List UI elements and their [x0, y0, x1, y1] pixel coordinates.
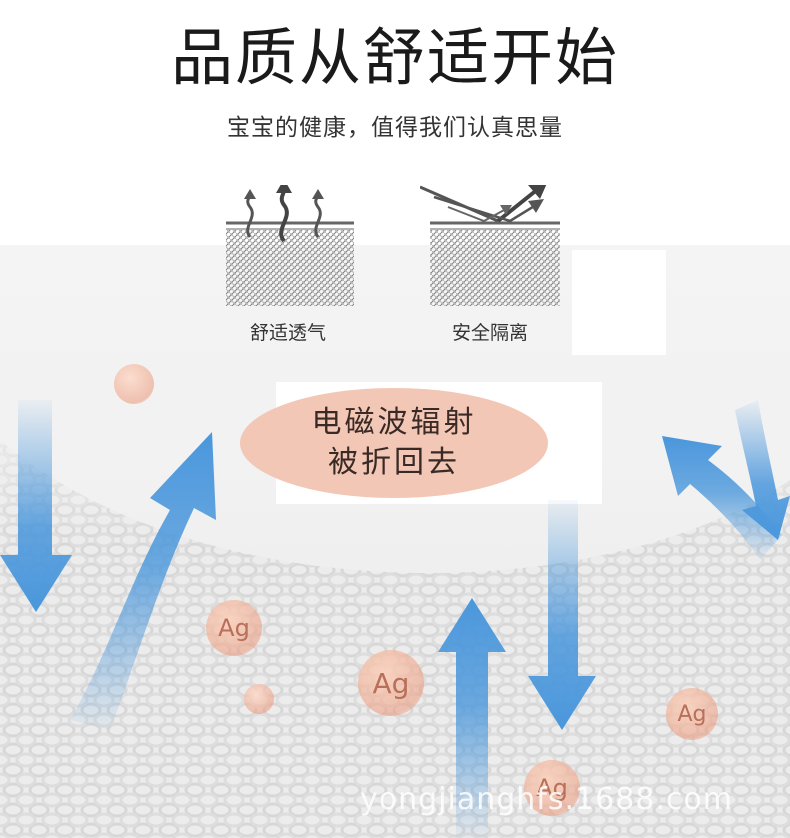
arrow-down-center — [528, 500, 596, 730]
ag-particle: Ag — [524, 760, 580, 816]
breathable-wavy-arrows-icon — [226, 185, 354, 306]
arrow-down-left — [0, 400, 72, 612]
callout-ellipse: 电磁波辐射 被折回去 — [240, 388, 548, 498]
arrow-down-right — [735, 400, 790, 540]
arrow-up-center — [438, 598, 506, 838]
ag-label: Ag — [372, 666, 410, 700]
decorative-ball — [244, 684, 274, 714]
arrow-up-curve-left — [70, 432, 216, 730]
ag-label: Ag — [218, 614, 250, 642]
top-section — [0, 0, 790, 245]
page-subtitle: 宝宝的健康，值得我们认真思量 — [227, 115, 563, 141]
decorative-ball — [114, 364, 154, 404]
feature-label: 安全隔离 — [451, 322, 528, 344]
ag-label: Ag — [536, 774, 568, 802]
ag-label: Ag — [677, 701, 707, 727]
white-panel-right — [572, 250, 666, 355]
watermark: yongjianghfs.1688.com — [360, 782, 733, 817]
feature-label: 舒适透气 — [249, 322, 326, 344]
ag-particle: Ag — [358, 650, 424, 716]
page-title: 品质从舒适开始 — [170, 21, 619, 94]
ag-particle: Ag — [666, 688, 718, 740]
feature-isolation: 安全隔离 — [420, 185, 560, 346]
arrow-up-right — [662, 436, 782, 560]
callout-line-2: 被折回去 — [328, 445, 460, 480]
reflection-arrows-icon — [420, 185, 560, 306]
ag-particle: Ag — [206, 600, 262, 656]
feature-breathable: 舒适透气 — [218, 185, 358, 346]
callout-line-1: 电磁波辐射 — [311, 405, 477, 440]
